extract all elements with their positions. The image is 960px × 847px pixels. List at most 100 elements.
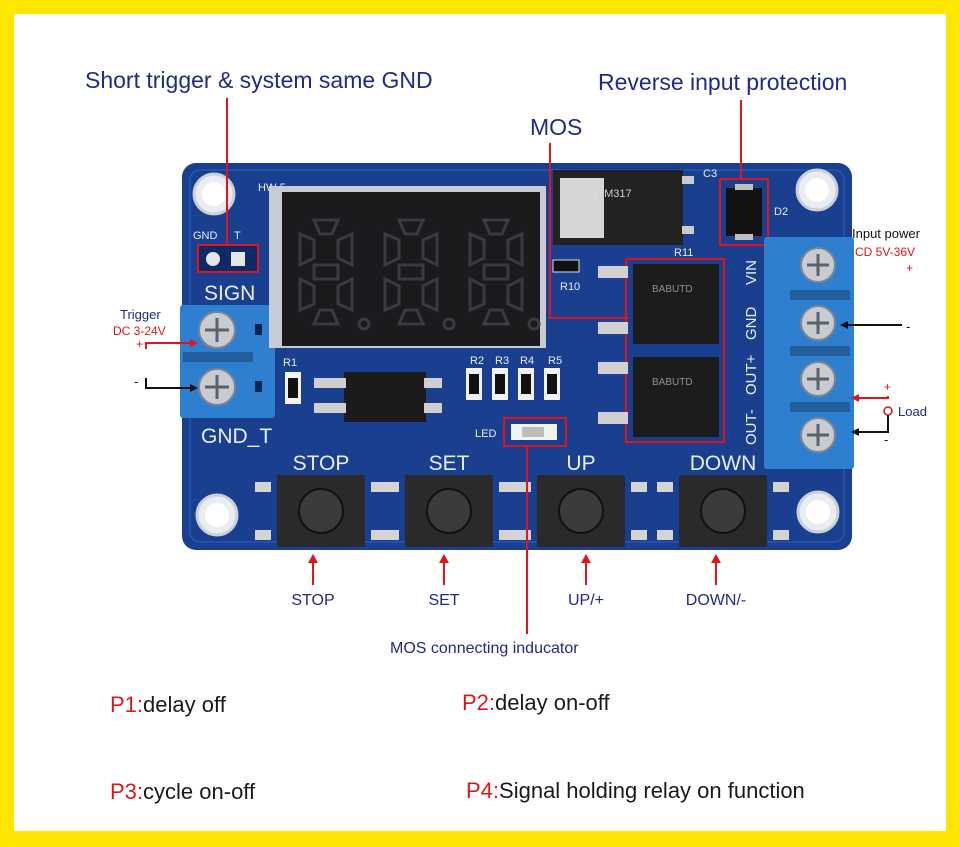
silk-t-small: T xyxy=(234,230,241,242)
button-stop[interactable] xyxy=(255,475,387,547)
mosfet-group: BABUTD BABUTD xyxy=(598,258,725,443)
input-power-plus: + xyxy=(906,261,913,275)
silk-gnd-t: GND_T xyxy=(201,425,272,448)
button-up[interactable] xyxy=(515,475,647,547)
trigger-minus: - xyxy=(134,374,138,389)
display-segment xyxy=(336,231,354,268)
display-segment xyxy=(468,276,486,313)
mounting-hole-icon xyxy=(796,490,840,534)
arrow-icon xyxy=(439,554,449,563)
mode-desc: delay off xyxy=(143,692,227,717)
regulator-chip: LM317 xyxy=(553,170,694,245)
input-power-voltage: CD 5V-36V xyxy=(855,245,915,259)
arrow-icon xyxy=(190,339,198,347)
svg-text:P4:Signal holding relay on fun: P4:Signal holding relay on function xyxy=(466,778,805,803)
silk-button-label: UP xyxy=(566,452,595,475)
silk-r2: R2 xyxy=(470,355,484,367)
button-set[interactable] xyxy=(383,475,515,547)
main-ic xyxy=(314,372,442,422)
display-segment xyxy=(506,276,524,313)
load-minus: - xyxy=(884,432,888,447)
button-down[interactable] xyxy=(657,475,789,547)
trigger-title: Trigger xyxy=(120,307,161,322)
display-segment xyxy=(396,218,426,236)
mode-code: P2: xyxy=(462,690,495,715)
arrow-icon xyxy=(851,428,859,436)
mode-code: P1: xyxy=(110,692,143,717)
trigger-plus-wire xyxy=(145,342,196,349)
display-segment xyxy=(383,276,401,313)
load-plus: + xyxy=(884,380,891,394)
button-function-label: UP/+ xyxy=(568,592,604,609)
screw-icon xyxy=(800,247,836,283)
arrow-icon xyxy=(851,394,859,402)
button-function-label: DOWN/- xyxy=(686,592,746,609)
svg-text:P1:delay off: P1:delay off xyxy=(110,692,227,717)
callout-mos: MOS xyxy=(530,114,582,140)
mounting-hole-icon xyxy=(795,168,839,212)
display-segment xyxy=(397,263,425,281)
arrow-icon xyxy=(190,384,198,392)
display-segment xyxy=(421,276,439,313)
input-power-minus: - xyxy=(906,319,910,334)
button-function-label: STOP xyxy=(291,592,334,609)
display-segment xyxy=(311,218,341,236)
display-dot xyxy=(442,317,456,331)
mode-code: P4: xyxy=(466,778,499,803)
silk-d2: D2 xyxy=(774,206,788,218)
mode-desc: delay on-off xyxy=(495,690,610,715)
screw-icon xyxy=(800,305,836,341)
display-segment xyxy=(396,308,426,326)
silk-out-minus: OUT- xyxy=(743,409,760,445)
silk-led: LED xyxy=(475,428,496,440)
smd-resistors xyxy=(285,368,560,404)
display-segment xyxy=(298,276,316,313)
display-segment xyxy=(481,218,511,236)
button-labels: STOP SET UP/+ DOWN/- xyxy=(291,554,746,609)
seven-segment-display xyxy=(269,186,546,348)
silk-r5: R5 xyxy=(548,355,562,367)
display-dot xyxy=(527,317,541,331)
mode-p3: P3:cycle on-off xyxy=(110,779,256,804)
callout-short-trigger: Short trigger & system same GND xyxy=(85,67,433,93)
short-trigger-jumper xyxy=(197,244,259,273)
silk-button-label: STOP xyxy=(293,452,350,475)
mode-p2: P2:delay on-off xyxy=(462,690,610,715)
mode-code: P3: xyxy=(110,779,143,804)
mos-code-1: BABUTD xyxy=(652,284,693,295)
silk-vin: VIN xyxy=(743,260,760,285)
mos-code-2: BABUTD xyxy=(652,377,693,388)
svg-text:P2:delay on-off: P2:delay on-off xyxy=(462,690,610,715)
arrow-icon xyxy=(840,321,848,329)
mode-p4: P4:Signal holding relay on function xyxy=(466,778,805,803)
svg-text:P3:cycle on-off: P3:cycle on-off xyxy=(110,779,256,804)
trigger-voltage: DC 3-24V xyxy=(113,324,166,338)
mounting-hole-icon xyxy=(192,172,236,216)
display-segment xyxy=(311,308,341,326)
input-power-title: Input power xyxy=(852,226,921,241)
mode-p1: P1:delay off xyxy=(110,692,227,717)
load-plus-wire xyxy=(853,396,889,399)
mos-indicator-led xyxy=(503,417,567,447)
display-dot xyxy=(357,317,371,331)
svg-text:LM317: LM317 xyxy=(598,188,632,200)
silk-sign: SIGN xyxy=(204,282,255,305)
arrow-icon xyxy=(581,554,591,563)
display-segment xyxy=(383,231,401,268)
callout-mos-indicator: MOS connecting inducator xyxy=(390,640,579,657)
button-function-label: SET xyxy=(428,592,459,609)
display-segment xyxy=(421,231,439,268)
screw-icon xyxy=(800,417,836,453)
silk-r1: R1 xyxy=(283,357,297,369)
trigger-plus: + xyxy=(136,337,143,351)
display-segment xyxy=(482,263,510,281)
silk-button-label: DOWN xyxy=(690,452,757,475)
silk-r10: R10 xyxy=(560,281,580,293)
callout-line xyxy=(549,143,628,319)
screw-icon xyxy=(198,311,236,349)
display-segment xyxy=(468,231,486,268)
silk-r11: R11 xyxy=(674,247,693,259)
silk-r3: R3 xyxy=(495,355,509,367)
mounting-hole-icon xyxy=(195,493,239,537)
